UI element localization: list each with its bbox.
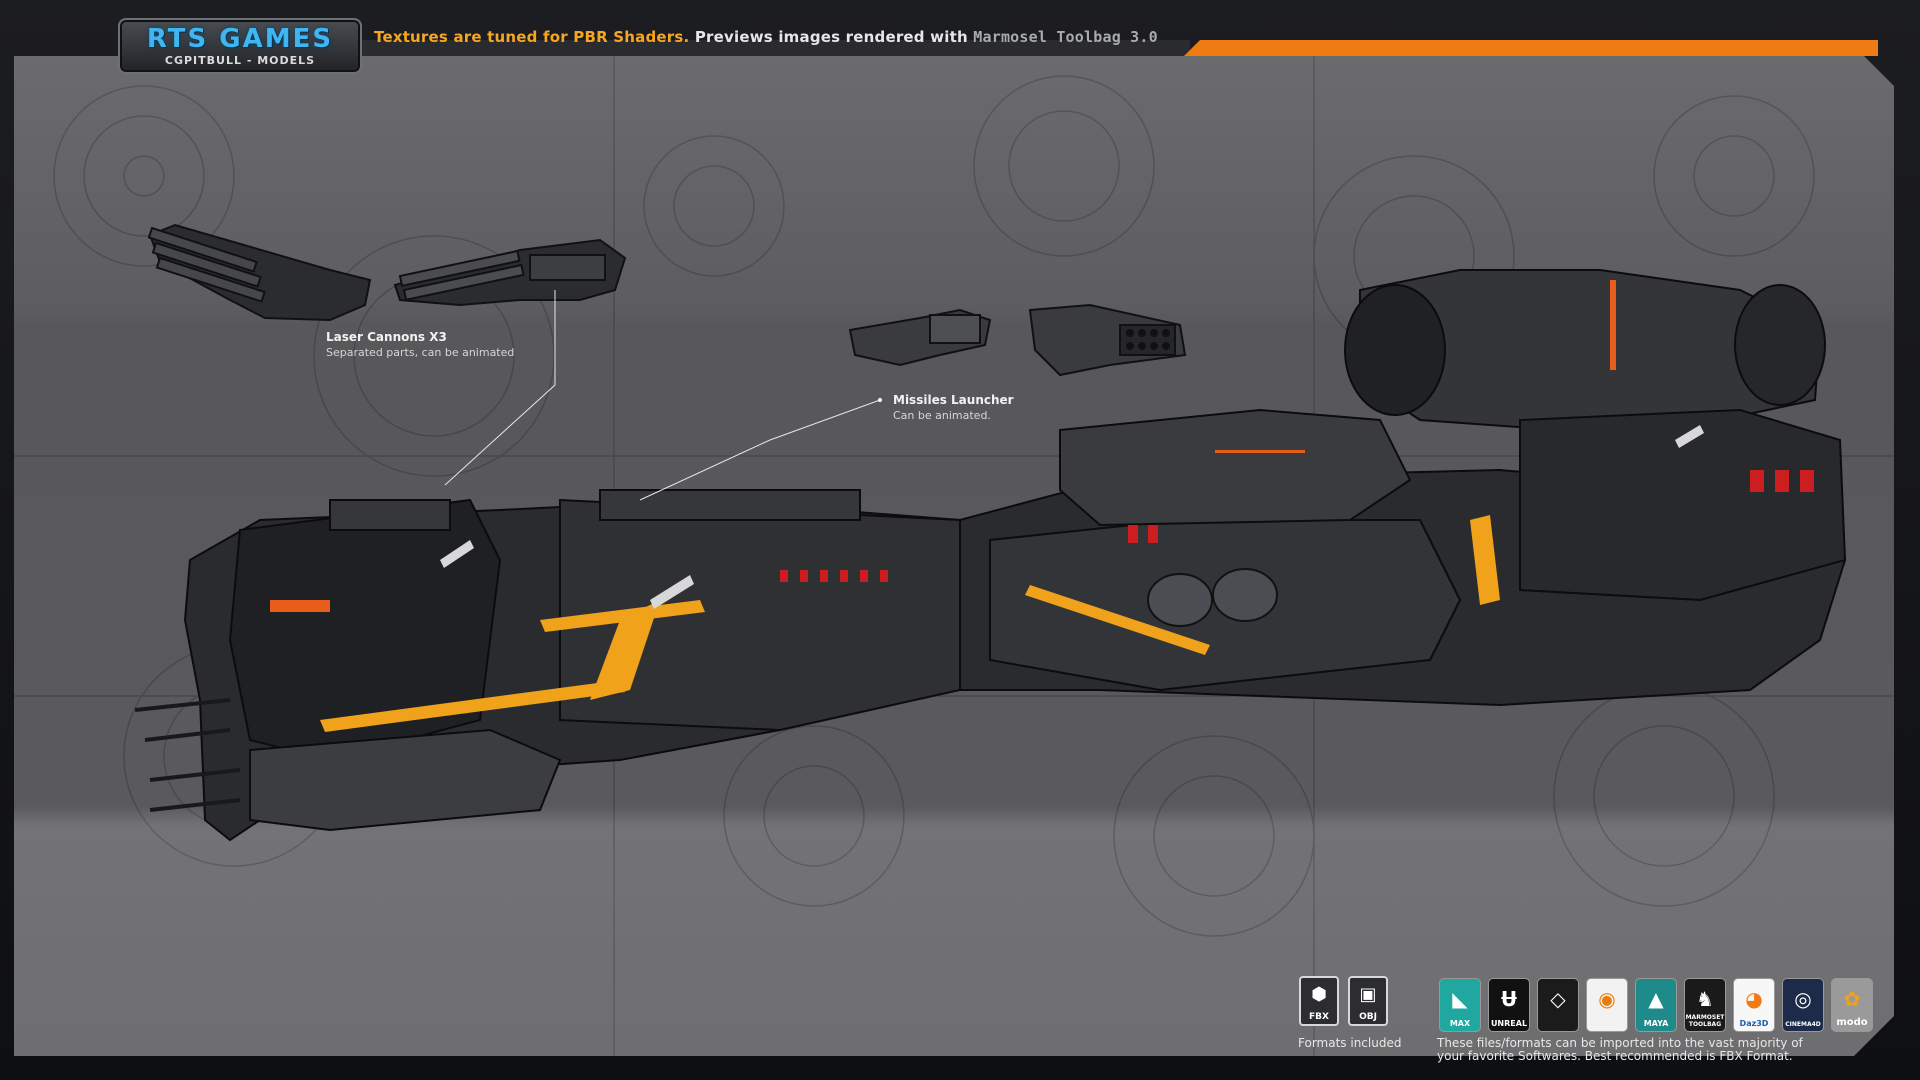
- header-render-note: Previews images rendered with: [689, 28, 974, 46]
- hull-accents: [320, 515, 1500, 732]
- header-dark-strip: [360, 40, 1190, 56]
- laser-cannon-part-1: [147, 223, 372, 322]
- logo-subtitle: CGPITBULL - MODELS: [164, 54, 316, 67]
- hull-white-stripes: [440, 425, 1704, 609]
- header-pbr-note: Textures are tuned for PBR Shaders.: [374, 28, 690, 46]
- missile-launcher-part-1: [848, 308, 992, 367]
- missiles-launcher-desc: Can be animated.: [893, 409, 991, 422]
- header-renderer-name: Marmosel Toolbag 3.0: [973, 28, 1158, 46]
- daz3d-icon: ◕Daz3D: [1733, 978, 1775, 1032]
- marmoset-icon: ♞MARMOSET TOOLBAG: [1684, 978, 1726, 1032]
- software-caption-line2: your favorite Softwares. Best recommende…: [1437, 1049, 1793, 1063]
- blender-icon: ◉: [1586, 978, 1628, 1032]
- hull-red-lights: [780, 470, 1814, 582]
- domes: [1147, 568, 1278, 627]
- fbx-icon: ⬢ FBX: [1299, 976, 1339, 1026]
- laser-cannons-title: Laser Cannons X3: [326, 330, 447, 344]
- header-caption: Textures are tuned for PBR Shaders. Prev…: [374, 28, 1158, 46]
- 3dsmax-icon: ◣MAX: [1439, 978, 1481, 1032]
- obj-icon: ▣ OBJ: [1348, 976, 1388, 1026]
- missile-launcher-part-2: [1028, 303, 1187, 377]
- hull-highlights: [270, 280, 1616, 612]
- maya-icon: ▲MAYA: [1635, 978, 1677, 1032]
- formats-caption: Formats included: [1298, 1036, 1402, 1050]
- laser-cannons-desc: Separated parts, can be animated: [326, 346, 515, 359]
- rts-games-logo: RTS GAMES CGPITBULL - MODELS: [118, 18, 362, 74]
- header-accent-strip: [1184, 40, 1878, 56]
- ship-hull: [183, 269, 1847, 842]
- logo-title: RTS GAMES: [146, 24, 334, 54]
- modo-icon: ✿modo: [1831, 978, 1873, 1032]
- laser-cannon-part-2: [393, 238, 627, 307]
- software-caption-line1: These files/formats can be imported into…: [1437, 1036, 1803, 1050]
- cinema4d-icon: ◎CINEMA4D: [1782, 978, 1824, 1032]
- unity-icon: ◇: [1537, 978, 1579, 1032]
- missiles-launcher-title: Missiles Launcher: [893, 393, 1014, 407]
- front-barrels: [134, 698, 241, 812]
